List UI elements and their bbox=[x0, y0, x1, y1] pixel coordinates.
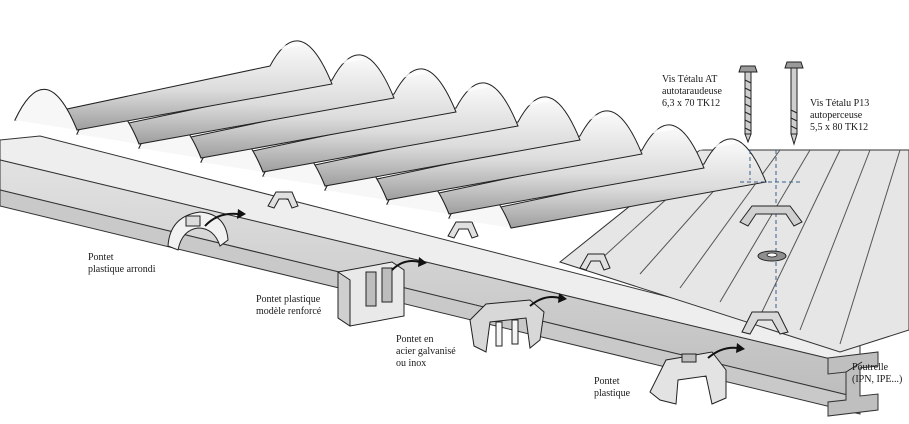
deck-rib-line bbox=[839, 149, 901, 345]
label-vis-tetalu-p13: Vis Tétalu P13 autoperceuse 5,5 x 80 TK1… bbox=[810, 98, 870, 133]
ridge-highlight bbox=[45, 42, 302, 94]
beam-bottom-flange bbox=[0, 189, 861, 415]
ridge-clip bbox=[447, 221, 479, 239]
screw-tetalu-at bbox=[738, 65, 758, 144]
label-pontet-plastique-renforce: Pontet plastique modèle renforcé bbox=[256, 294, 322, 317]
screw-tetalu-p13 bbox=[784, 61, 804, 146]
ridge-clip bbox=[267, 191, 299, 209]
pontet-plastique-renforce bbox=[337, 257, 427, 327]
deck-ribs bbox=[267, 149, 901, 345]
label-pontet-plastique: Pontet plastique bbox=[594, 376, 631, 399]
leader-poutrelle bbox=[845, 361, 863, 373]
ridge-clip bbox=[579, 253, 611, 271]
deck-rib-line bbox=[679, 149, 781, 289]
label-pontet-acier: Pontet en acier galvanisé ou inox bbox=[396, 334, 456, 369]
deck-rib-line bbox=[799, 149, 871, 331]
pontet-plastique-arrondi bbox=[167, 209, 246, 251]
pontet-acier-galvanise bbox=[469, 293, 567, 353]
label-vis-tetalu-at: Vis Tétalu AT autotaraudeuse 6,3 x 70 TK… bbox=[662, 74, 722, 109]
corrugated-sheet bbox=[14, 40, 767, 229]
label-pontet-plastique-arrondi: Pontet plastique arrondi bbox=[88, 252, 156, 275]
pontet-plastique bbox=[649, 343, 745, 405]
deck-saddle bbox=[739, 205, 803, 227]
deck-rib-line bbox=[719, 149, 811, 303]
deck-rib-clip bbox=[741, 311, 789, 335]
deck-rib-line bbox=[759, 149, 841, 317]
ridge-end bbox=[14, 89, 78, 131]
label-poutrelle: Poutrelle (IPN, IPE...) bbox=[852, 362, 903, 385]
